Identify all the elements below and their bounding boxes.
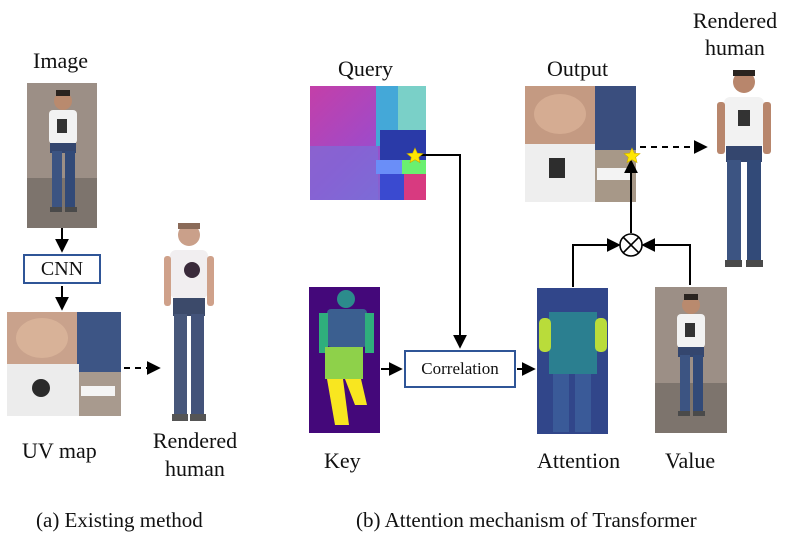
value-image — [655, 287, 727, 433]
multiply-icon — [619, 233, 643, 257]
rendered-label-b-line1: Rendered — [692, 8, 778, 33]
key-label: Key — [324, 448, 361, 473]
caption-a: (a) Existing method — [36, 508, 203, 532]
output-label: Output — [547, 56, 609, 81]
value-label: Value — [665, 448, 716, 473]
uv-map-label: UV map — [22, 438, 97, 463]
input-person-image — [27, 83, 97, 228]
correlation-label: Correlation — [421, 359, 499, 378]
cnn-box: CNN — [23, 254, 101, 284]
query-map-image — [310, 86, 426, 200]
image-label: Image — [33, 48, 88, 73]
arrow-query-to-correlation — [420, 154, 467, 349]
arrow-attention-to-multiply — [572, 238, 621, 287]
rendered-label-a-line1: Rendered — [152, 428, 238, 453]
attention-map-image — [537, 288, 608, 434]
uv-map-image — [7, 312, 121, 416]
caption-b: (b) Attention mechanism of Transformer — [356, 508, 697, 532]
output-image — [525, 86, 636, 202]
rendered-label-b-line2: human — [705, 35, 765, 60]
rendered-human-b-image — [712, 64, 776, 272]
rendered-label-a-line2: human — [165, 456, 225, 481]
arrow-value-to-multiply — [641, 238, 691, 285]
rendered-human-a-image — [160, 218, 218, 426]
query-label: Query — [338, 56, 393, 81]
key-map-image — [309, 287, 380, 433]
attention-label: Attention — [537, 448, 621, 473]
cnn-label: CNN — [40, 257, 84, 280]
correlation-box: Correlation — [404, 350, 516, 388]
